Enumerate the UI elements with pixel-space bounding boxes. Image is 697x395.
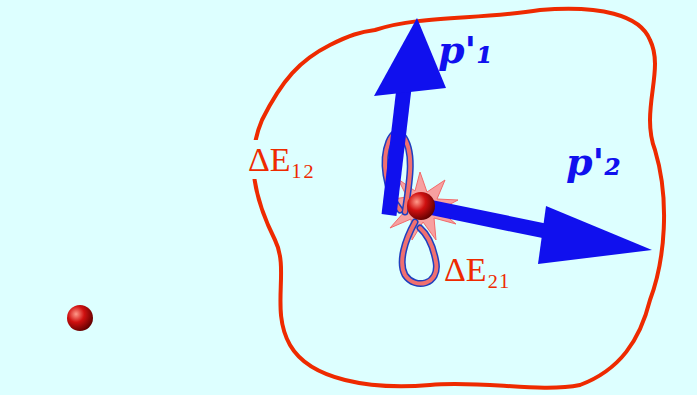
- momentum-arrow: [374, 18, 446, 96]
- momentum-arrow: [389, 88, 404, 215]
- energy-label: ΔE₁₂: [246, 140, 316, 179]
- particle: [67, 305, 93, 331]
- momentum-arrow: [538, 206, 652, 264]
- particle: [407, 192, 435, 220]
- region-outline: [253, 9, 664, 388]
- momentum-label: p'₂: [566, 140, 621, 184]
- momentum-arrow: [424, 206, 555, 233]
- energy-arrow: [402, 222, 436, 284]
- energy-label: ΔE₂₁: [442, 250, 512, 289]
- momentum-label: p'₁: [438, 28, 493, 72]
- energy-arrow: [402, 222, 436, 284]
